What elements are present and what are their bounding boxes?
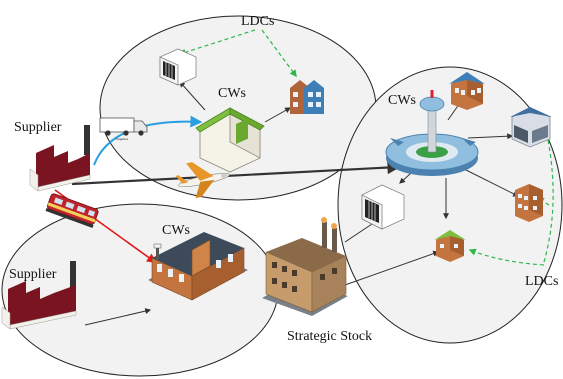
ldcs-top-label: LDCs (241, 14, 274, 29)
factory-icon (1, 261, 77, 330)
townhouse-icon (449, 72, 485, 110)
airplane-icon (175, 162, 230, 199)
shop-icon (510, 107, 552, 148)
ldc-dashed-top-right (261, 29, 297, 78)
top-region-ellipse (99, 15, 377, 201)
station-building-icon (148, 232, 248, 301)
truck-icon: Supplies (99, 117, 148, 141)
truck-side-text: Supplies (116, 137, 129, 141)
supplier-top-label: Supplier (14, 120, 62, 135)
ldc-dashed-top-left (178, 29, 256, 56)
cws-bottom-label: CWs (162, 223, 190, 238)
supplier-bottom-label: Supplier (9, 267, 57, 282)
ldc-dashed-right-to-house (468, 248, 545, 266)
strategic-stock-building-icon (262, 217, 348, 316)
warehouse-icon (195, 107, 265, 173)
ldcs-right-label: LDCs (525, 274, 558, 289)
train-icon (45, 193, 99, 228)
airport-icon (385, 90, 479, 176)
strategic-stock-label: Strategic Stock (287, 329, 372, 344)
townhouse-icon (290, 80, 324, 114)
airport-to-shop-arrow (467, 133, 514, 140)
cws-right-label: CWs (388, 93, 416, 108)
factory-to-airport-arrow (71, 160, 401, 186)
townhouse-icon (434, 230, 466, 262)
storage-box-icon (361, 184, 405, 230)
warehouse-to-townhouse-arrow (264, 107, 292, 123)
cws-top-label: CWs (218, 86, 246, 101)
storage-box-icon (159, 48, 197, 86)
warehouse-to-box-arrow (179, 81, 206, 111)
airport-to-apartment-arrow (461, 167, 520, 197)
apartment-icon (515, 184, 543, 222)
bottom-region-ellipse (1, 203, 279, 377)
supplier2-to-station-arrow (84, 308, 152, 326)
factory-icon (29, 125, 91, 192)
stock-to-apartment-arrow (344, 250, 440, 286)
ldc-dashed-right-vertical (539, 109, 554, 263)
